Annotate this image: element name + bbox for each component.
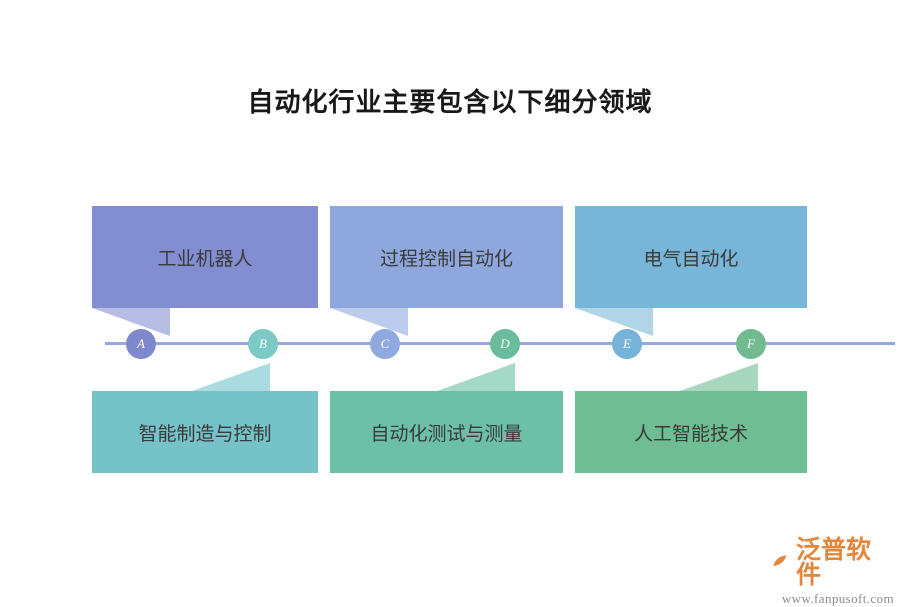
logo-wordmark: 泛普软件 <box>796 537 872 589</box>
category-box-automated-testing[interactable]: 自动化测试与测量 <box>330 391 563 473</box>
timeline-node-e[interactable]: E <box>612 329 642 359</box>
timeline-node-c[interactable]: C <box>370 329 400 359</box>
category-box-label: 过程控制自动化 <box>379 248 513 270</box>
category-box-label: 自动化测试与测量 <box>370 423 523 445</box>
pointer-triangle-c <box>330 308 408 336</box>
category-box-label: 电气自动化 <box>643 248 739 270</box>
page-title: 自动化行业主要包含以下细分领域 <box>247 88 653 117</box>
timeline-node-label: C <box>380 336 390 351</box>
watermark-logo: 泛普软件 www.fanpusoft.com <box>762 538 894 606</box>
timeline-node-label: F <box>747 336 755 351</box>
category-box-electrical-automation[interactable]: 电气自动化 <box>575 206 807 308</box>
category-box-ai-technology[interactable]: 人工智能技术 <box>575 391 807 473</box>
timeline-node-f[interactable]: F <box>736 329 766 359</box>
category-box-label: 人工智能技术 <box>633 423 748 445</box>
timeline-node-b[interactable]: B <box>248 329 278 359</box>
timeline-node-a[interactable]: A <box>126 329 156 359</box>
timeline-node-label: A <box>137 336 145 351</box>
timeline-node-label: E <box>623 336 631 351</box>
category-box-process-control-automation[interactable]: 过程控制自动化 <box>330 206 563 308</box>
timeline-node-label: B <box>259 336 267 351</box>
timeline-node-d[interactable]: D <box>490 329 520 359</box>
logo-url: www.fanpusoft.com <box>781 591 894 606</box>
category-box-label: 工业机器人 <box>157 248 253 270</box>
pointer-triangle-b <box>192 363 270 391</box>
category-box-label: 智能制造与控制 <box>138 423 272 445</box>
pointer-triangle-d <box>437 363 515 391</box>
pointer-triangle-f <box>680 363 758 391</box>
pointer-triangle-e <box>575 308 653 336</box>
fanpu-logo-icon <box>762 548 792 578</box>
category-box-industrial-robots[interactable]: 工业机器人 <box>92 206 318 308</box>
timeline-node-label: D <box>500 336 510 351</box>
category-box-intelligent-manufacturing[interactable]: 智能制造与控制 <box>92 391 318 473</box>
logo-row: 泛普软件 <box>762 538 894 588</box>
